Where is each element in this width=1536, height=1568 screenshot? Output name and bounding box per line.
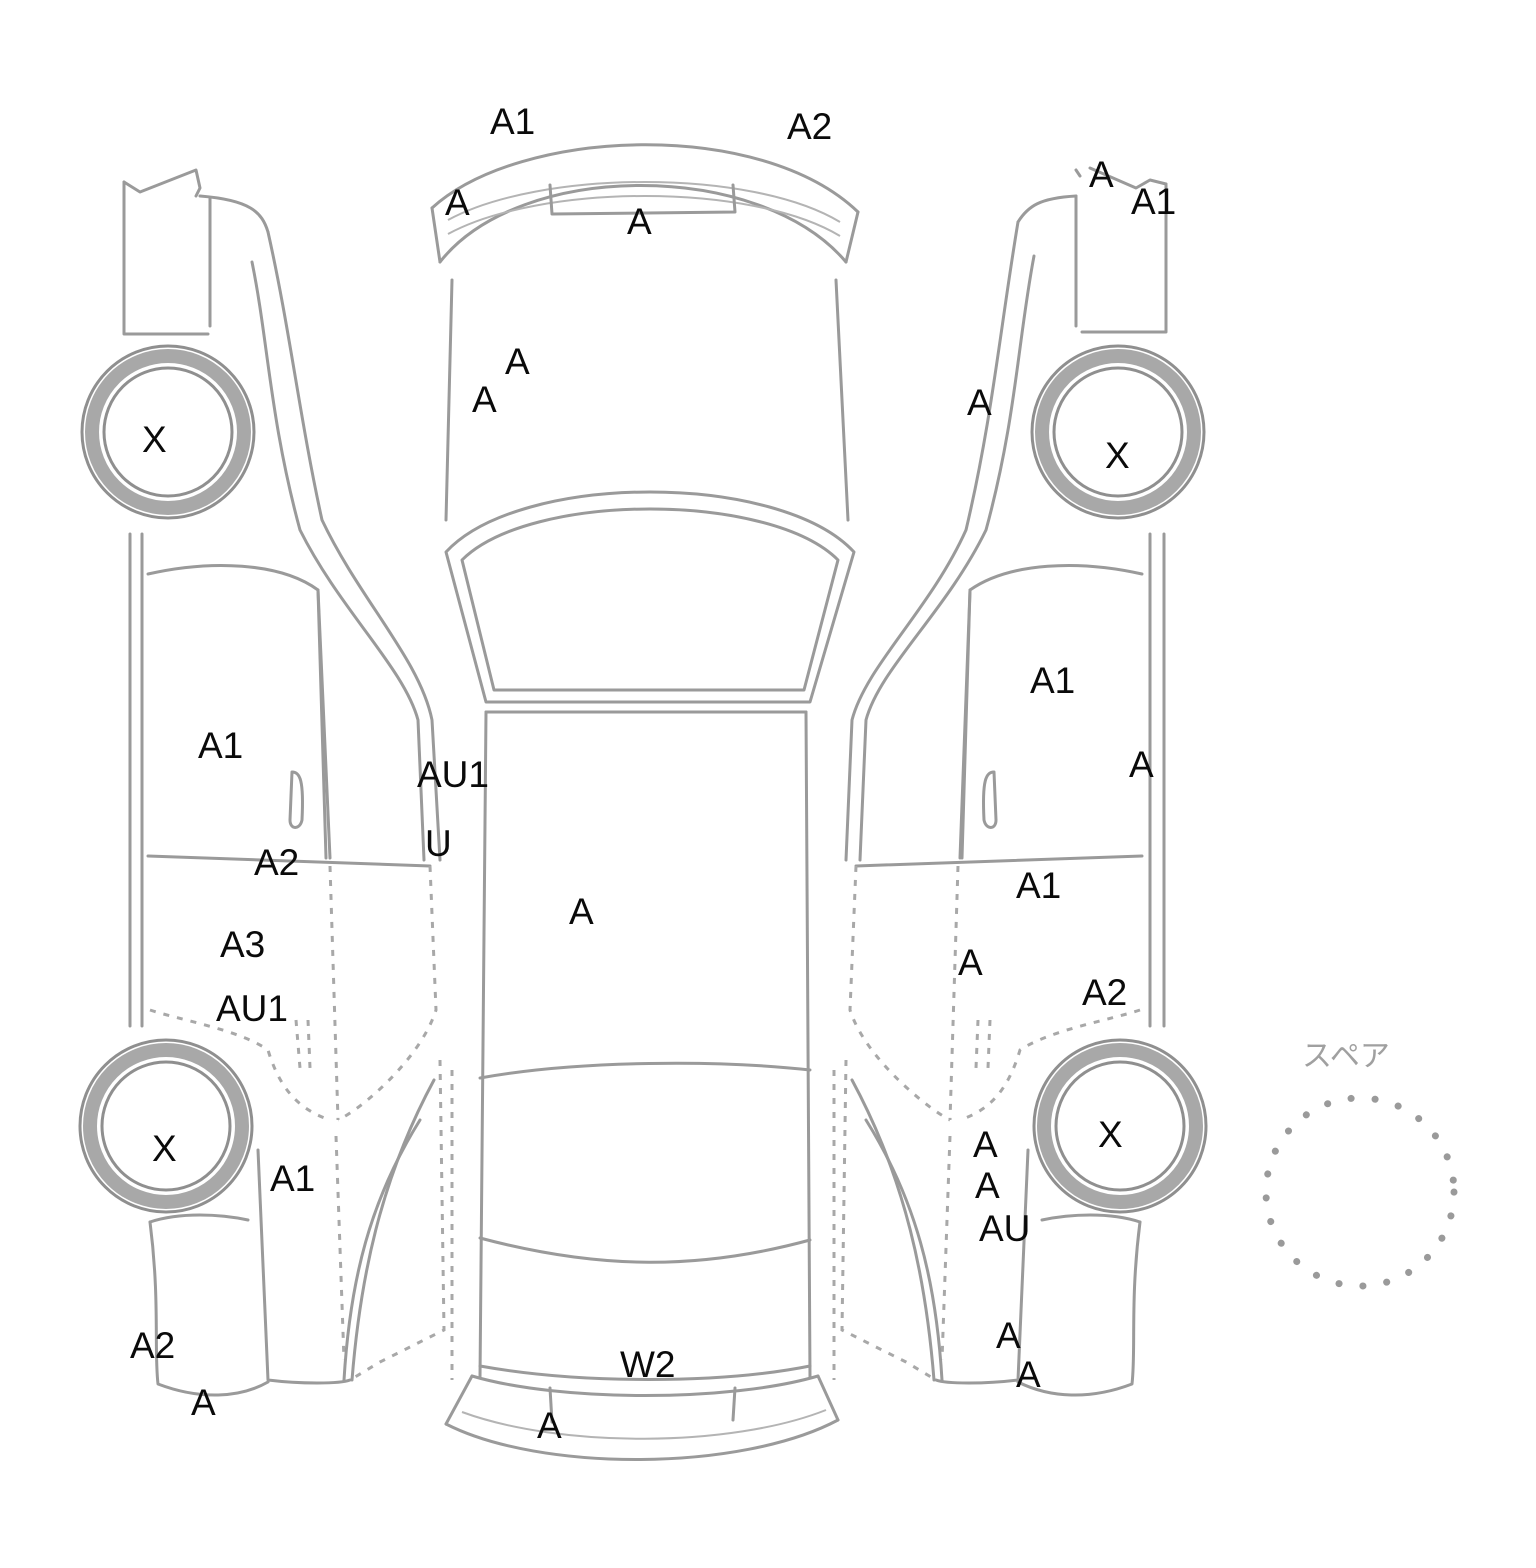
car-right-side-view (832, 166, 1168, 1397)
mark-left-rocker: AU1 (216, 988, 288, 1029)
mark-left-pillar: AU1 (417, 754, 489, 795)
mark-front-grille: A (627, 201, 652, 242)
mark-front-bumper-left: A (445, 182, 470, 223)
mark-left-rear-bumper-2: A (191, 1382, 216, 1423)
mark-right-rocker: A2 (1082, 972, 1127, 1013)
mark-rear-bumper: A (537, 1405, 562, 1446)
mark-roof-center: A (569, 891, 594, 932)
mark-right-quarter-2: A (975, 1165, 1000, 1206)
mark-right-front-bumper-1: A (1089, 154, 1114, 195)
mark-rear-window: W2 (620, 1344, 676, 1385)
mark-right-rear-tire: X (1098, 1114, 1123, 1155)
mark-left-quarter: A1 (270, 1158, 315, 1199)
mark-roof-front-right: A2 (787, 106, 832, 147)
tire-right-rear (1032, 1038, 1208, 1214)
mark-right-quarter-3: AU (979, 1208, 1030, 1249)
mark-right-rear-bumper-1: A (996, 1315, 1021, 1356)
mark-left-door-line: A2 (254, 842, 299, 883)
mark-right-rear-door: A (958, 942, 983, 983)
mark-left-pillar-lower: U (425, 823, 452, 864)
tire-left-rear (78, 1038, 254, 1214)
mark-right-door-edge: A (1129, 744, 1154, 785)
damage-marks: A1 A2 A A A A A A1 A X X A1 AU1 U A2 A A… (130, 101, 1176, 1446)
car-top-view (430, 143, 860, 1461)
spare-tire-outline (1262, 1094, 1458, 1290)
tire-right-front (1030, 344, 1206, 520)
mark-right-quarter-1: A (973, 1124, 998, 1165)
mark-hood-2: A (472, 379, 497, 420)
mark-right-fender: A (967, 382, 992, 423)
mark-left-rear-tire: X (152, 1128, 177, 1169)
mark-roof-front-left: A1 (490, 101, 535, 142)
mark-left-rear-bumper-1: A2 (130, 1325, 175, 1366)
mark-right-front-tire: X (1105, 435, 1130, 476)
tire-left-front (80, 344, 256, 520)
mark-left-front-tire: X (142, 419, 167, 460)
mark-left-rear-door: A3 (220, 924, 265, 965)
spare-label: スペア (1302, 1039, 1390, 1074)
car-left-side-view (122, 168, 454, 1397)
mark-left-front-door: A1 (198, 725, 243, 766)
mark-right-rear-bumper-2: A (1016, 1354, 1041, 1395)
mark-right-front-bumper-2: A1 (1131, 181, 1176, 222)
mark-right-front-door: A1 (1030, 660, 1075, 701)
mark-right-door-line: A1 (1016, 865, 1061, 906)
mark-hood-1: A (505, 341, 530, 382)
